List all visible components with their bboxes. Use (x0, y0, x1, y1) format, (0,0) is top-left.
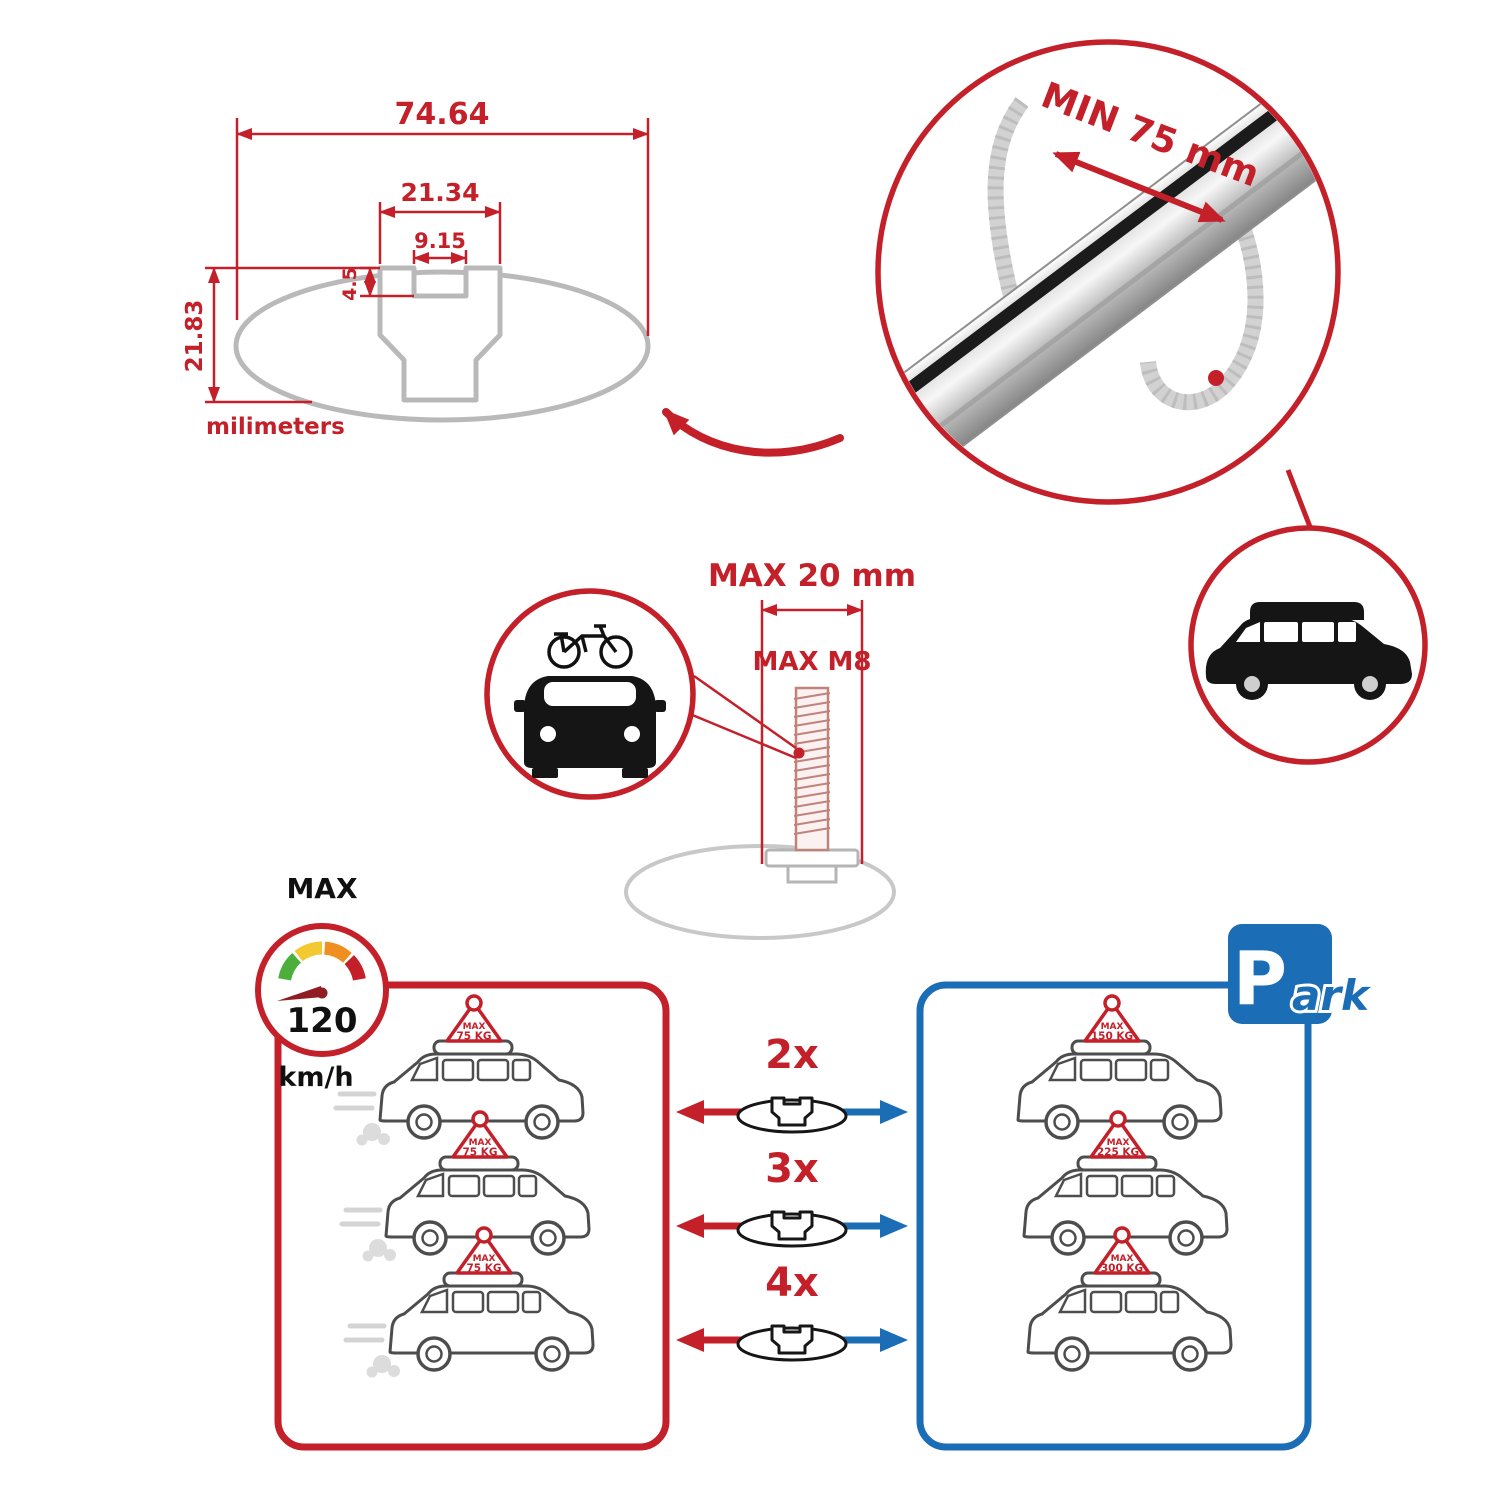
svg-text:75 KG: 75 KG (466, 1263, 501, 1275)
driving-car-1: MAX 75 KG (333, 994, 585, 1146)
bolt-diagram: MAX 20 mm MAX M8 (484, 558, 916, 940)
dim-lip-depth: 4.5 (339, 267, 361, 301)
parked-car-1: MAX 150 KG (1016, 994, 1223, 1140)
roof-load-sign: MAX 225 KG (1089, 1110, 1147, 1159)
speed-unit: km/h (278, 1062, 353, 1093)
speed-limit-badge: MAX 120 km/h (255, 872, 389, 1093)
gauge-icon (278, 941, 366, 981)
left-arrowhead-icon (676, 1214, 704, 1238)
parking-suffix: ark (1292, 971, 1372, 1020)
leader-dot (793, 747, 805, 759)
left-arrowhead-icon (676, 1328, 704, 1352)
driving-car-2: MAX 75 KG (339, 1110, 591, 1262)
tbolt-plate (764, 848, 860, 868)
count-label: 4x (765, 1260, 819, 1306)
speed-value: 120 (287, 1001, 358, 1041)
roof-load-sign: MAX 300 KG (1093, 1226, 1151, 1275)
cross-section-dimension-drawing: 74.64 21.34 9.15 4.5 21.83 milimeters (182, 97, 844, 457)
svg-text:75 KG: 75 KG (462, 1147, 497, 1159)
bar-detail-view: MIN 75 mm (768, 39, 1341, 550)
dim-total-height: 21.83 (182, 300, 208, 373)
svg-text:MAX: MAX (1101, 1022, 1124, 1032)
parked-car-2: MAX 225 KG (1022, 1110, 1229, 1256)
bar-section-icon (736, 1324, 848, 1362)
parking-sign: P ark (1228, 924, 1375, 1024)
roof-box (1250, 602, 1364, 620)
bar-section-icon (736, 1096, 848, 1134)
speed-max-label: MAX (286, 872, 358, 905)
pointer-arrow (662, 408, 844, 457)
svg-text:MAX: MAX (463, 1022, 486, 1032)
parked-car-3: MAX 300 KG (1026, 1226, 1233, 1372)
svg-text:MAX: MAX (469, 1138, 492, 1148)
driving-car-3: MAX 75 KG (343, 1226, 595, 1378)
dim-total-width: 74.64 (395, 97, 490, 132)
tbolt-foot (786, 864, 838, 884)
gauge-needle (277, 986, 323, 1001)
units-label: milimeters (206, 414, 345, 440)
profile-ellipse (233, 269, 651, 423)
leader-line (693, 674, 797, 750)
bar-count-row-3: 4x (676, 1260, 908, 1362)
count-label: 3x (765, 1146, 819, 1192)
svg-text:MAX: MAX (1111, 1254, 1134, 1264)
svg-text:75 KG: 75 KG (456, 1031, 491, 1043)
crossbar-photo (768, 45, 1335, 550)
left-arrowhead-icon (676, 1100, 704, 1124)
dim-slot-outer: 21.34 (400, 178, 479, 207)
bolt-max-width-label: MAX 20 mm (708, 558, 916, 594)
count-label: 2x (765, 1032, 819, 1078)
bar-count-row-2: 3x (676, 1146, 908, 1248)
load-panels: MAX 120 km/h P ark (255, 872, 1375, 1451)
svg-text:225 KG: 225 KG (1097, 1147, 1139, 1159)
vehicle-example-view (1188, 469, 1428, 765)
bolt-max-thread-label: MAX M8 (752, 647, 871, 677)
svg-text:MAX: MAX (1107, 1138, 1130, 1148)
threaded-bolt (793, 686, 831, 852)
profile-ellipse-ghost (624, 844, 896, 940)
motion-smoke (339, 1207, 396, 1262)
roof-load-sign: MAX 75 KG (455, 1226, 513, 1275)
dim-slot-inner: 9.15 (414, 229, 466, 253)
right-arrowhead-icon (880, 1100, 908, 1124)
roof-load-sign: MAX 150 KG (1083, 994, 1141, 1043)
rubber-strip (881, 45, 1335, 487)
parking-letter: P (1233, 936, 1287, 1022)
svg-text:300 KG: 300 KG (1101, 1263, 1143, 1275)
bar-section-icon (736, 1210, 848, 1248)
motion-smoke (333, 1091, 390, 1146)
car-front-with-bike (514, 624, 666, 778)
right-arrowhead-icon (880, 1214, 908, 1238)
svg-text:MAX: MAX (473, 1254, 496, 1264)
circle-connector (1285, 469, 1315, 533)
profile-channel (377, 265, 503, 403)
bike-icon (547, 624, 633, 669)
suv-silhouette (1205, 602, 1412, 700)
roof-load-sign: MAX 75 KG (451, 1110, 509, 1159)
roof-load-sign: MAX 75 KG (445, 994, 503, 1043)
svg-text:150 KG: 150 KG (1091, 1031, 1133, 1043)
motion-smoke (343, 1323, 400, 1378)
right-arrowhead-icon (880, 1328, 908, 1352)
clamp-strap (987, 97, 1264, 411)
clamp-point-dot (1208, 370, 1224, 386)
min-span-arrow (1052, 151, 1226, 223)
bar-detail-circle (875, 39, 1341, 505)
bar-end-cap (768, 446, 863, 550)
bar-count-row-1: 2x (676, 1032, 908, 1134)
leader-line (689, 712, 797, 760)
